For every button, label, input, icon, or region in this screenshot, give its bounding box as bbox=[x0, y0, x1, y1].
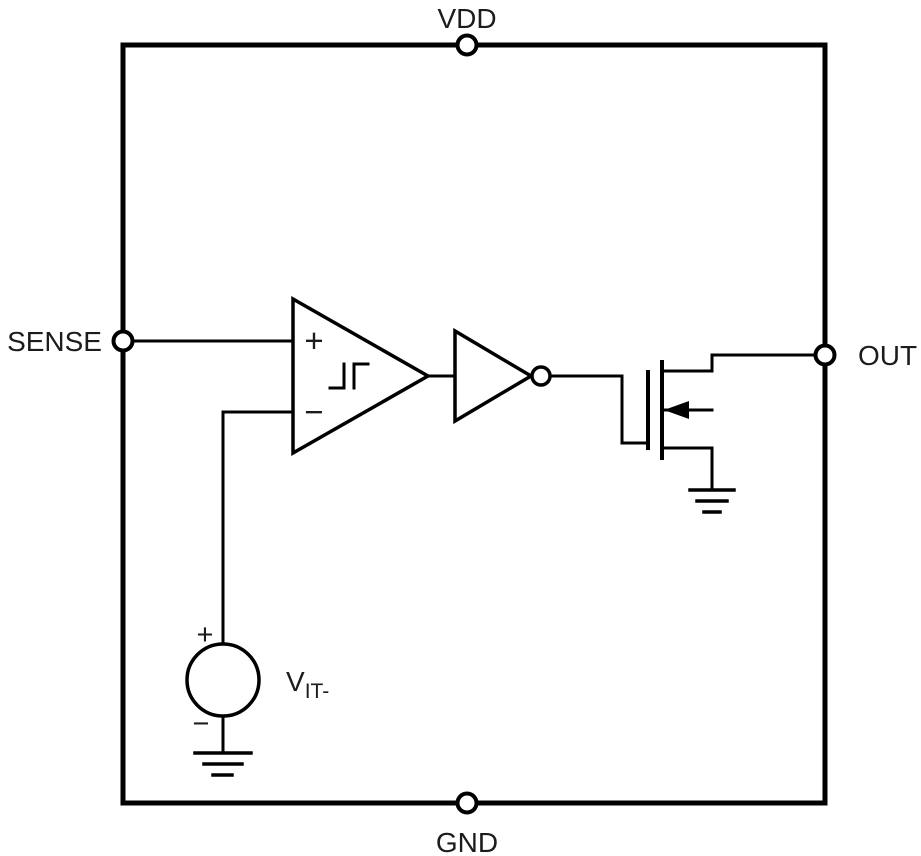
vdd-pin-label: VDD bbox=[437, 3, 496, 34]
gnd-pin-label: GND bbox=[436, 827, 498, 856]
reference-ground-icon bbox=[193, 751, 253, 777]
buffer-symbol bbox=[453, 327, 535, 425]
source-plus-label: + bbox=[197, 619, 214, 651]
comparator-symbol bbox=[291, 295, 432, 457]
hysteresis-icon bbox=[328, 362, 370, 390]
buffer-to-gate-wire bbox=[548, 374, 650, 445]
source-minus-label: − bbox=[193, 708, 210, 740]
mosfet-ground-icon bbox=[688, 488, 736, 514]
gnd-pin-terminal bbox=[455, 791, 479, 815]
comparator-plus-label: + bbox=[304, 322, 323, 359]
out-pin-label: OUT bbox=[858, 340, 917, 371]
sense-pin-terminal bbox=[111, 329, 135, 353]
drain-to-out-wire bbox=[660, 353, 818, 373]
minus-input-wire bbox=[221, 410, 295, 647]
reference-voltage-label: VIT- bbox=[286, 666, 329, 703]
ink-layer bbox=[111, 33, 837, 815]
reference-voltage-symbol: V bbox=[286, 666, 305, 697]
reference-voltage-source bbox=[185, 642, 261, 718]
vdd-pin-terminal bbox=[455, 33, 479, 57]
source-to-ground-wire bbox=[660, 446, 714, 492]
label-layer: VDD GND SENSE OUT + − + − VIT- bbox=[7, 3, 917, 856]
reference-voltage-subscript: IT- bbox=[305, 680, 330, 703]
out-pin-terminal bbox=[813, 343, 837, 367]
comparator-minus-label: − bbox=[304, 393, 323, 430]
sense-pin-label: SENSE bbox=[7, 326, 102, 357]
inverter-bubble-icon bbox=[530, 365, 552, 387]
mosfet-body-arrow-icon bbox=[664, 401, 689, 419]
